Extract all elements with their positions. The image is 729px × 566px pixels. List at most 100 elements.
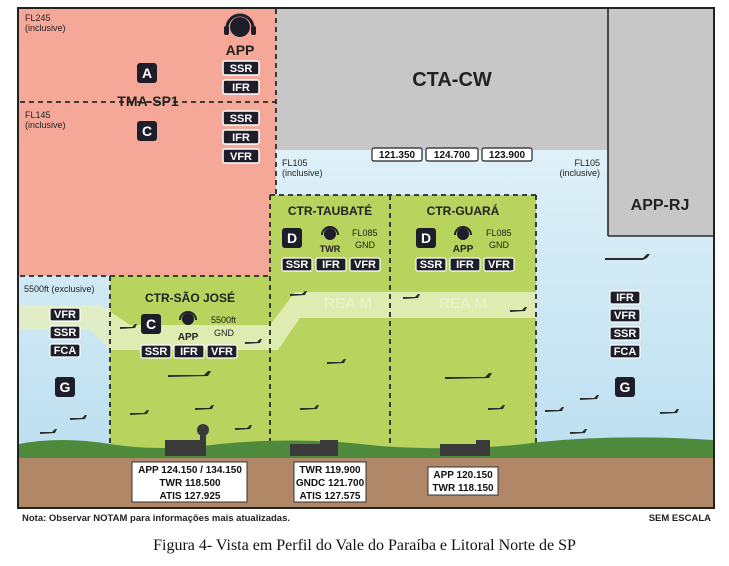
notam-note: Nota: Observar NOTAM para informações ma…	[22, 513, 291, 524]
taubate-chip-vfr: VFR	[349, 257, 381, 272]
svg-text:D: D	[287, 230, 297, 246]
taubate-freq-2: GNDC 121.700	[296, 478, 365, 489]
svg-text:IFR: IFR	[616, 292, 634, 304]
right-g-chip-fca: FCA	[609, 344, 641, 359]
fl245-label: FL245	[25, 13, 51, 23]
tma-chip-ssr-upper: SSR	[222, 60, 260, 76]
sao-jose-chip-ssr: SSR	[140, 344, 172, 359]
svg-text:VFR: VFR	[354, 259, 376, 271]
tma-chip-ssr-lower: SSR	[222, 110, 260, 126]
figure-caption: Figura 4- Vista em Perfil do Vale do Par…	[153, 537, 576, 554]
class-g-badge-right: G	[615, 377, 635, 397]
tma-app-label: APP	[226, 42, 255, 58]
taubate-chip-ifr: IFR	[315, 257, 347, 272]
rea-m-band	[20, 292, 536, 350]
left-g-limit: 5500ft (exclusive)	[24, 284, 95, 294]
dashed-borders	[20, 9, 537, 458]
cta-freq-3: 123.900	[481, 147, 533, 162]
svg-text:121.350: 121.350	[379, 150, 416, 161]
svg-text:G: G	[620, 379, 631, 395]
svg-text:C: C	[142, 123, 152, 139]
svg-text:SSR: SSR	[614, 328, 637, 340]
fl145-label: FL145	[25, 110, 51, 120]
fl105-left: FL105	[282, 158, 308, 168]
taubate-chip-ssr: SSR	[281, 257, 313, 272]
headset-icon	[321, 226, 339, 240]
left-g-chip-fca: FCA	[49, 343, 81, 358]
fl145-note: (inclusive)	[25, 120, 66, 130]
svg-text:VFR: VFR	[230, 151, 252, 163]
left-g-chip-ssr: SSR	[49, 325, 81, 340]
guara-unit: APP	[453, 244, 474, 255]
fl105-left-note: (inclusive)	[282, 168, 323, 178]
sao-jose-freq-1: APP 124.150 / 134.150	[138, 465, 242, 476]
svg-text:VFR: VFR	[614, 310, 636, 322]
svg-text:VFR: VFR	[488, 259, 510, 271]
svg-text:FCA: FCA	[614, 346, 637, 358]
rea-m-label-2: REA M	[439, 295, 487, 312]
right-g-chip-ifr: IFR	[609, 290, 641, 305]
guara-chip-vfr: VFR	[483, 257, 515, 272]
right-g-chip-ssr: SSR	[609, 326, 641, 341]
class-c-badge-tma: C	[137, 121, 157, 141]
guara-chip-ifr: IFR	[449, 257, 481, 272]
class-d-badge-guara: D	[416, 228, 436, 248]
svg-text:SSR: SSR	[286, 259, 309, 271]
class-c-badge-sao-jose: C	[141, 314, 161, 334]
tma-chip-vfr-lower: VFR	[222, 148, 260, 164]
cta-cw-title: CTA-CW	[412, 69, 492, 91]
class-g-badge-left: G	[55, 377, 75, 397]
ctr-guara-title: CTR-GUARÁ	[427, 203, 500, 218]
class-d-badge-taubate: D	[282, 228, 302, 248]
svg-text:SSR: SSR	[230, 113, 253, 125]
sao-jose-freq-box: APP 124.150 / 134.150 TWR 118.500 ATIS 1…	[131, 461, 248, 503]
svg-text:VFR: VFR	[211, 346, 233, 358]
cta-freq-1: 121.350	[371, 147, 423, 162]
headset-icon	[224, 13, 256, 37]
ctr-sao-jose-area	[110, 276, 270, 458]
aircraft-icons	[40, 254, 679, 434]
headset-icon	[179, 311, 197, 325]
svg-text:IFR: IFR	[322, 259, 340, 271]
sao-jose-freq-2: TWR 118.500	[159, 478, 221, 489]
rea-m-label-1: REA M	[324, 295, 372, 312]
guara-freq-1: APP 120.150	[433, 470, 493, 481]
svg-text:123.900: 123.900	[489, 150, 526, 161]
app-rj-title: APP-RJ	[631, 197, 690, 214]
svg-text:IFR: IFR	[456, 259, 474, 271]
svg-text:G: G	[60, 379, 71, 395]
guara-freq-box: APP 120.150 TWR 118.150	[427, 466, 499, 496]
fl245-note: (inclusive)	[25, 23, 66, 33]
cta-cw-area	[276, 9, 608, 150]
svg-text:124.700: 124.700	[434, 150, 471, 161]
svg-text:VFR: VFR	[54, 309, 76, 321]
fl105-right-note: (inclusive)	[559, 168, 600, 178]
taubate-base: GND	[355, 240, 376, 250]
fl105-right: FL105	[574, 158, 600, 168]
headset-icon	[454, 226, 472, 240]
svg-text:IFR: IFR	[180, 346, 198, 358]
airport-buildings	[165, 424, 490, 456]
svg-text:D: D	[421, 230, 431, 246]
svg-text:A: A	[142, 65, 152, 81]
right-g-chip-vfr: VFR	[609, 308, 641, 323]
sao-jose-chip-vfr: VFR	[206, 344, 238, 359]
sao-jose-freq-3: ATIS 127.925	[160, 491, 221, 502]
guara-freq-2: TWR 118.150	[432, 483, 494, 494]
tma-chip-ifr-upper: IFR	[222, 79, 260, 95]
svg-text:IFR: IFR	[232, 82, 250, 94]
taubate-limit: FL085	[352, 228, 378, 238]
ctr-taubate-title: CTR-TAUBATÉ	[288, 203, 372, 218]
guara-base: GND	[489, 240, 510, 250]
svg-text:SSR: SSR	[54, 327, 77, 339]
cta-freq-2: 124.700	[425, 147, 479, 162]
svg-text:SSR: SSR	[420, 259, 443, 271]
sao-jose-limit: 5500ft	[211, 315, 237, 325]
taubate-unit: TWR	[320, 244, 341, 254]
taubate-freq-1: TWR 119.900	[299, 465, 361, 476]
scale-note: SEM ESCALA	[648, 513, 711, 524]
taubate-freq-3: ATIS 127.575	[300, 491, 361, 502]
tma-sp1-title: TMA-SP1	[117, 93, 179, 109]
sao-jose-chip-ifr: IFR	[173, 344, 205, 359]
